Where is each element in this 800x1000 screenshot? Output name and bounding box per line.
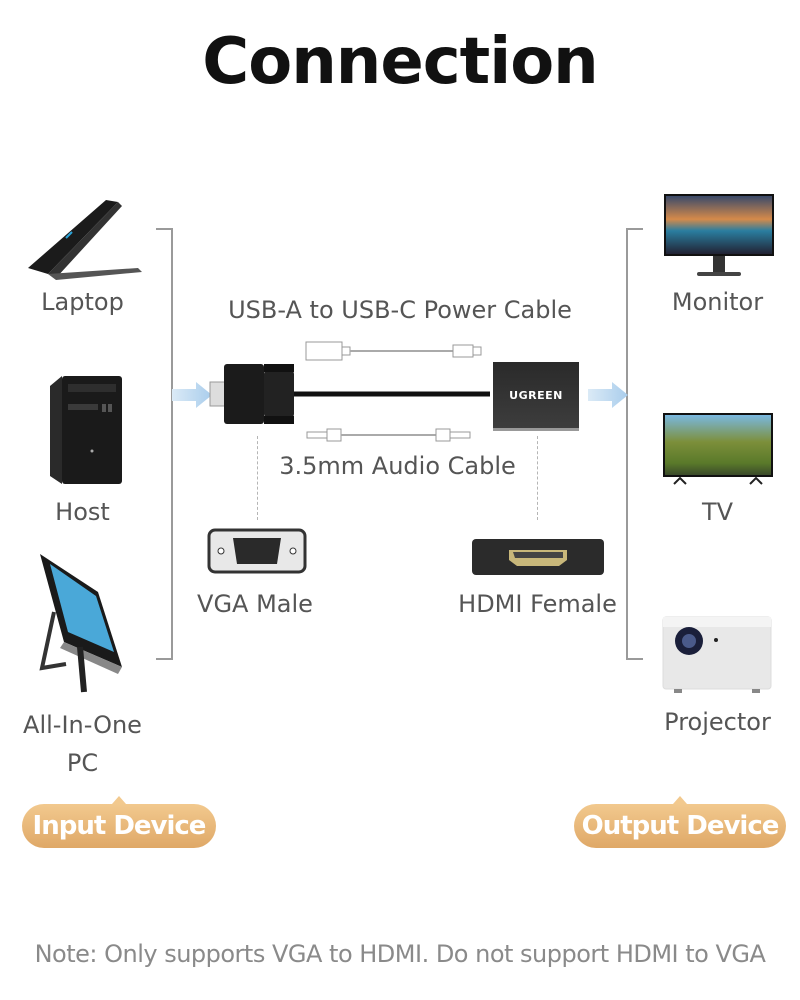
output-device-label-monitor: Monitor (671, 288, 764, 316)
output-bracket (626, 228, 643, 660)
arrow-right-icon (172, 382, 212, 408)
page-title: Connection (202, 25, 598, 99)
input-device-badge: Input Device (22, 796, 216, 848)
power-cable-label: USB-A to USB-C Power Cable (228, 296, 572, 324)
brand-logo: UGREEN (509, 389, 563, 402)
input-bracket (156, 228, 173, 660)
vga-cable-icon (209, 364, 490, 424)
compatibility-note: Note: Only supports VGA to HDMI. Do not … (34, 940, 766, 968)
desktop-tower-icon (50, 376, 122, 484)
input-device-label-host: Host (55, 498, 110, 526)
tv-icon (663, 413, 773, 485)
hdmi-port-label: HDMI Female (458, 590, 617, 618)
usb-power-cable-icon (305, 341, 482, 361)
badge-pointer (673, 796, 687, 804)
hdmi-leader-line (537, 436, 538, 520)
input-device-badge-label: Input Device (32, 811, 207, 841)
output-device-badge: Output Device (574, 796, 786, 848)
audio-cable-label: 3.5mm Audio Cable (279, 452, 516, 480)
projector-icon (662, 616, 772, 693)
output-device-label-tv: TV (701, 498, 734, 526)
input-device-label-laptop: Laptop (41, 288, 124, 316)
adapter-box: UGREEN (493, 362, 579, 431)
label-line-1: All-In-One (23, 711, 142, 739)
label-line-2: PC (66, 749, 99, 777)
vga-port-label: VGA Male (197, 590, 313, 618)
laptop-icon (28, 200, 142, 280)
audio-cable-icon (306, 428, 471, 442)
monitor-icon (664, 194, 774, 276)
vga-leader-line (257, 436, 258, 520)
badge-pointer (112, 796, 126, 804)
hdmi-port-icon (472, 539, 604, 575)
output-device-label-projector: Projector (664, 708, 771, 736)
vga-port-icon (207, 528, 307, 574)
input-device-label-all-in-one-pc: All-In-One PC (10, 706, 155, 782)
all-in-one-pc-icon (39, 554, 122, 693)
arrow-right-icon (588, 382, 628, 408)
output-device-badge-label: Output Device (581, 811, 780, 841)
